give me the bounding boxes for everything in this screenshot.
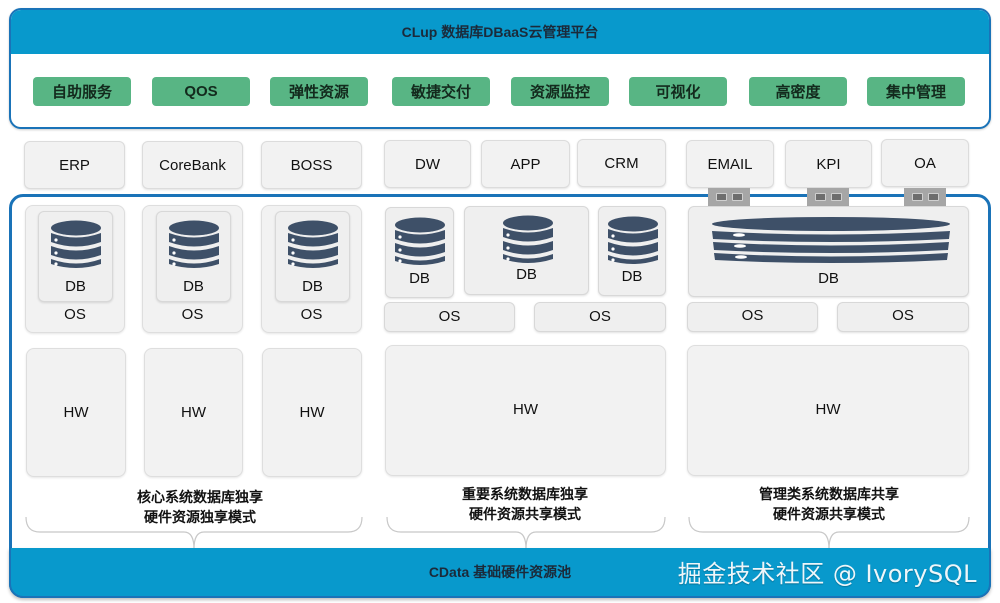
hw-label: HW [815,401,841,418]
os-box-core-1: DB OS [25,205,125,333]
group-caption-core: 核心系统数据库独享 硬件资源独享模式 [137,489,263,525]
db-box-core-1: DB [38,211,113,302]
app-kpi: KPI [785,140,872,188]
feature-high-density: 高密度 [749,77,847,106]
feature-qos: QOS [152,77,250,106]
connector-email [708,188,750,206]
database-icon [608,216,658,264]
connector-kpi [807,188,849,206]
os-label: OS [589,308,611,325]
app-app: APP [481,140,570,188]
os-box-management-2: OS [837,302,969,332]
app-dw: DW [384,140,471,188]
os-box-important-1: OS [384,302,515,332]
shared-database-icon [712,217,950,263]
os-label: OS [64,306,86,323]
os-label: OS [892,307,914,324]
db-label: DB [818,270,839,287]
hw-box-management: HW [687,345,969,476]
os-box-core-2: DB OS [142,205,243,333]
hardware-resource-pool: CData 基础硬件资源池 掘金技术社区 @ IvorySQL [9,548,991,598]
feature-resource-monitoring: 资源监控 [511,77,609,106]
db-label: DB [65,278,86,295]
hw-box-important: HW [385,345,666,476]
group-caption-important: 重要系统数据库独享 硬件资源共享模式 [462,486,588,522]
hw-box-core-3: HW [262,348,362,477]
hw-label: HW [299,404,325,421]
os-box-important-2: OS [534,302,666,332]
database-icon [51,220,101,268]
dbaas-platform-panel: CLup 数据库DBaaS云管理平台 自助服务 QOS 弹性资源 敏捷交付 资源… [9,8,991,129]
db-label: DB [516,266,537,283]
feature-visualization: 可视化 [629,77,727,106]
db-label: DB [621,268,643,285]
db-box-core-2: DB [156,211,231,302]
database-icon [169,220,219,268]
os-label: OS [300,306,323,323]
feature-self-service: 自助服务 [33,77,131,106]
db-box-important-1: DB [385,207,454,298]
connector-oa [904,188,946,206]
db-box-core-3: DB [275,211,350,302]
hw-label: HW [513,401,538,418]
app-email: EMAIL [686,140,774,188]
database-icon [288,220,338,268]
feature-agile-delivery: 敏捷交付 [392,77,490,106]
os-box-management-1: OS [687,302,818,332]
database-icon [503,215,553,263]
brace-management [688,516,970,550]
database-icon [395,217,445,265]
db-label: DB [302,278,323,295]
group-caption-management: 管理类系统数据库共享 硬件资源共享模式 [759,486,899,522]
watermark: 掘金技术社区 @ IvorySQL [677,560,977,588]
hw-label: HW [63,404,89,421]
hw-box-core-2: HW [144,348,243,477]
db-label: DB [183,278,204,295]
os-label: OS [741,307,764,324]
db-box-important-2: DB [464,206,589,295]
db-label: DB [409,270,430,287]
platform-title: CLup 数据库DBaaS云管理平台 [11,10,989,54]
hw-label: HW [181,404,206,421]
os-label: OS [181,306,204,323]
db-box-important-3: DB [598,206,666,296]
feature-centralized-management: 集中管理 [867,77,965,106]
os-label: OS [438,308,461,325]
app-corebank: CoreBank [142,141,243,189]
os-box-core-3: DB OS [261,205,362,333]
app-boss: BOSS [261,141,362,189]
brace-core [25,516,363,550]
hw-box-core-1: HW [26,348,126,477]
app-crm: CRM [577,139,666,187]
pool-label: CData 基础硬件资源池 [428,564,572,580]
db-box-management: DB [688,206,969,297]
app-erp: ERP [24,141,125,189]
feature-elastic-resources: 弹性资源 [270,77,368,106]
brace-important [386,516,666,550]
app-oa: OA [881,139,969,187]
